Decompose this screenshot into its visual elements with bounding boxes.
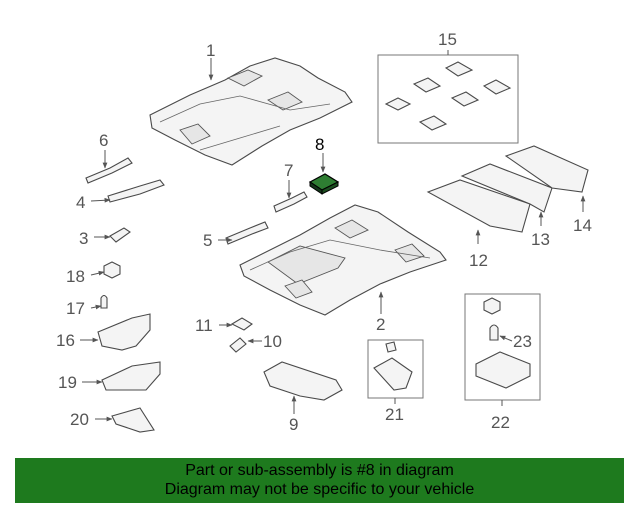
info-banner: Part or sub-assembly is #8 in diagram Di… — [15, 458, 624, 503]
part-15-kit-box[interactable] — [377, 54, 519, 144]
part-18-clip[interactable] — [103, 261, 121, 279]
callout-7: 7 — [284, 161, 293, 180]
part-19-lamp[interactable] — [101, 361, 161, 391]
part-11-bracket[interactable] — [230, 317, 253, 331]
callout-14: 14 — [573, 216, 592, 235]
part-10-clip[interactable] — [229, 337, 247, 353]
part-9-sun-visor[interactable] — [263, 361, 343, 401]
part-22-box[interactable] — [464, 293, 541, 401]
callout-10: 10 — [263, 332, 282, 351]
part-4-trim[interactable] — [107, 179, 165, 203]
leader-lines — [80, 50, 586, 422]
callout-1: 1 — [206, 41, 215, 60]
callout-12: 12 — [469, 251, 488, 270]
callout-2: 2 — [376, 315, 385, 334]
part-16-console[interactable] — [97, 313, 151, 351]
part-17-bulb[interactable] — [100, 294, 108, 309]
callout-20: 20 — [70, 410, 89, 429]
banner-line-1: Part or sub-assembly is #8 in diagram — [185, 462, 454, 479]
banner-line-2: Diagram may not be specific to your vehi… — [164, 481, 475, 498]
callout-11: 11 — [195, 316, 213, 335]
part-20-lens[interactable] — [111, 407, 155, 433]
headliner-lower[interactable] — [239, 204, 447, 316]
callout-23: 23 — [513, 332, 532, 351]
part-7-trim[interactable] — [273, 191, 308, 213]
callout-6: 6 — [99, 131, 108, 150]
callout-15: 15 — [438, 30, 457, 49]
callout-9: 9 — [289, 415, 298, 434]
part-6-trim[interactable] — [85, 157, 133, 184]
callout-22: 22 — [491, 413, 510, 432]
callout-18: 18 — [66, 267, 85, 286]
callout-3: 3 — [79, 229, 88, 248]
part-3-bracket[interactable] — [109, 227, 131, 243]
part-14-panel[interactable] — [504, 145, 589, 193]
callout-8: 8 — [315, 135, 324, 154]
parts-diagram: 1 2 3 4 5 6 7 8 9 10 11 12 13 14 15 16 1… — [56, 30, 592, 434]
callout-13: 13 — [531, 230, 550, 249]
part-13-panel[interactable] — [460, 163, 553, 213]
callout-4: 4 — [76, 193, 85, 212]
callout-16: 16 — [56, 331, 75, 350]
headliner-upper[interactable] — [149, 57, 353, 166]
callout-21: 21 — [385, 405, 404, 424]
callout-17: 17 — [66, 299, 85, 318]
part-21-box[interactable] — [367, 339, 424, 399]
part-12-panel[interactable] — [426, 179, 531, 233]
part-8-highlighted[interactable] — [308, 173, 340, 195]
part-5-trim[interactable] — [225, 221, 269, 245]
callout-5: 5 — [203, 231, 212, 250]
callout-19: 19 — [58, 373, 77, 392]
